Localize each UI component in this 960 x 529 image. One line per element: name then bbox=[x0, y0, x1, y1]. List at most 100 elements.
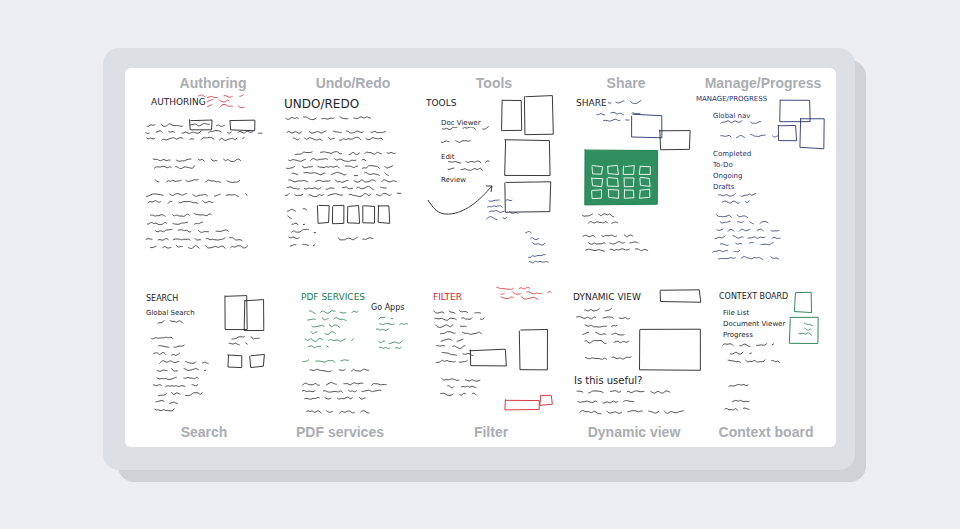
handwriting-scribble bbox=[302, 390, 315, 391]
handwriting-scribble bbox=[435, 324, 453, 327]
handwriting-scribble bbox=[442, 127, 457, 129]
panel-label: PDF services bbox=[296, 424, 384, 440]
handwriting-scribble bbox=[151, 337, 173, 339]
handwriting-scribble bbox=[474, 312, 481, 314]
handwriting-scribble bbox=[165, 386, 185, 387]
panel-label: Filter bbox=[474, 424, 508, 440]
handwriting-scribble bbox=[325, 397, 332, 399]
handwriting-scribble bbox=[480, 318, 484, 320]
handwriting-scribble bbox=[303, 224, 305, 225]
handwriting-scribble bbox=[286, 166, 295, 168]
handwriting-scribble bbox=[627, 391, 645, 393]
handwriting-scribble bbox=[799, 333, 812, 336]
panel-label: Manage/Progress bbox=[705, 75, 822, 91]
handwriting-scribble bbox=[173, 222, 188, 224]
sketch-box bbox=[363, 205, 375, 223]
handwriting-scribble bbox=[157, 370, 168, 371]
handwritten-note: Progress bbox=[722, 331, 754, 339]
handwriting-scribble bbox=[611, 325, 618, 327]
handwriting-scribble bbox=[147, 124, 156, 126]
sketch-box bbox=[660, 130, 691, 150]
handwriting-scribble bbox=[229, 238, 242, 241]
handwritten-note: CONTEXT BOARD bbox=[718, 292, 789, 301]
handwriting-scribble bbox=[154, 166, 172, 168]
handwriting-scribble bbox=[718, 193, 736, 196]
handwriting-scribble bbox=[201, 137, 214, 139]
handwriting-scribble bbox=[717, 229, 724, 231]
handwriting-scribble bbox=[381, 180, 396, 182]
handwriting-scribble bbox=[603, 119, 621, 121]
handwriting-scribble bbox=[361, 390, 381, 392]
handwriting-scribble bbox=[184, 369, 199, 371]
handwriting-scribble bbox=[399, 324, 408, 325]
handwriting-scribble bbox=[461, 168, 483, 170]
handwriting-scribble bbox=[169, 193, 187, 195]
handwriting-scribble bbox=[596, 114, 605, 115]
handwriting-scribble bbox=[251, 336, 260, 339]
handwriting-scribble bbox=[459, 393, 466, 395]
handwriting-scribble bbox=[595, 332, 606, 334]
handwriting-scribble bbox=[287, 209, 296, 211]
sketch-arrowhead bbox=[486, 186, 492, 192]
handwriting-scribble bbox=[169, 402, 178, 403]
handwriting-scribble bbox=[528, 255, 546, 258]
sketch-box bbox=[639, 189, 649, 198]
handwriting-scribble bbox=[182, 131, 202, 134]
handwriting-scribble bbox=[440, 393, 453, 395]
handwriting-scribble bbox=[204, 370, 206, 372]
handwriting-scribble bbox=[526, 292, 541, 294]
handwriting-scribble bbox=[448, 168, 455, 169]
handwriting-scribble bbox=[166, 180, 181, 183]
handwriting-scribble bbox=[740, 344, 751, 346]
handwriting-scribble bbox=[294, 194, 303, 195]
handwriting-scribble bbox=[529, 261, 549, 262]
handwriting-scribble bbox=[302, 166, 313, 168]
panel-label: Authoring bbox=[180, 75, 247, 91]
handwriting-scribble bbox=[348, 390, 357, 392]
handwriting-scribble bbox=[630, 100, 641, 103]
handwriting-scribble bbox=[198, 230, 209, 232]
handwriting-scribble bbox=[302, 244, 309, 245]
sketch-box bbox=[800, 118, 824, 149]
handwriting-scribble bbox=[326, 188, 335, 189]
handwriting-scribble bbox=[309, 311, 316, 314]
handwriting-scribble bbox=[155, 180, 159, 182]
handwriting-scribble bbox=[342, 187, 353, 189]
handwriting-scribble bbox=[185, 179, 198, 181]
handwriting-scribble bbox=[335, 180, 348, 183]
handwriting-scribble bbox=[482, 126, 489, 129]
handwriting-scribble bbox=[293, 138, 300, 140]
handwriting-scribble bbox=[258, 133, 262, 134]
handwriting-scribble bbox=[292, 173, 299, 174]
handwriting-scribble bbox=[629, 242, 638, 243]
handwriting-scribble bbox=[224, 96, 233, 98]
handwriting-scribble bbox=[349, 152, 360, 154]
handwriting-scribble bbox=[460, 325, 467, 327]
handwriting-scribble bbox=[238, 106, 245, 108]
handwriting-scribble bbox=[585, 357, 607, 359]
handwriting-scribble bbox=[295, 152, 313, 155]
sketch-box bbox=[505, 399, 539, 410]
handwriting-scribble bbox=[339, 411, 354, 414]
handwriting-scribble bbox=[195, 238, 202, 240]
handwriting-scribble bbox=[198, 159, 205, 162]
handwriting-scribble bbox=[578, 401, 598, 403]
handwriting-scribble bbox=[318, 166, 340, 168]
sketch-box bbox=[640, 177, 650, 186]
handwriting-scribble bbox=[730, 352, 743, 354]
handwriting-scribble bbox=[287, 187, 300, 189]
sketch-box bbox=[332, 205, 343, 223]
handwriting-scribble bbox=[729, 384, 749, 386]
handwriting-scribble bbox=[385, 172, 389, 175]
handwriting-scribble bbox=[804, 323, 813, 326]
handwriting-scribble bbox=[371, 383, 386, 385]
handwriting-scribble bbox=[219, 138, 237, 141]
sketch-box bbox=[540, 395, 553, 405]
handwriting-scribble bbox=[611, 112, 624, 115]
handwriting-scribble bbox=[576, 317, 596, 319]
handwriting-scribble bbox=[530, 238, 539, 240]
handwriting-scribble bbox=[521, 296, 539, 299]
sketch-box bbox=[794, 292, 811, 312]
handwriting-scribble bbox=[447, 386, 454, 388]
handwriting-scribble bbox=[509, 211, 518, 213]
